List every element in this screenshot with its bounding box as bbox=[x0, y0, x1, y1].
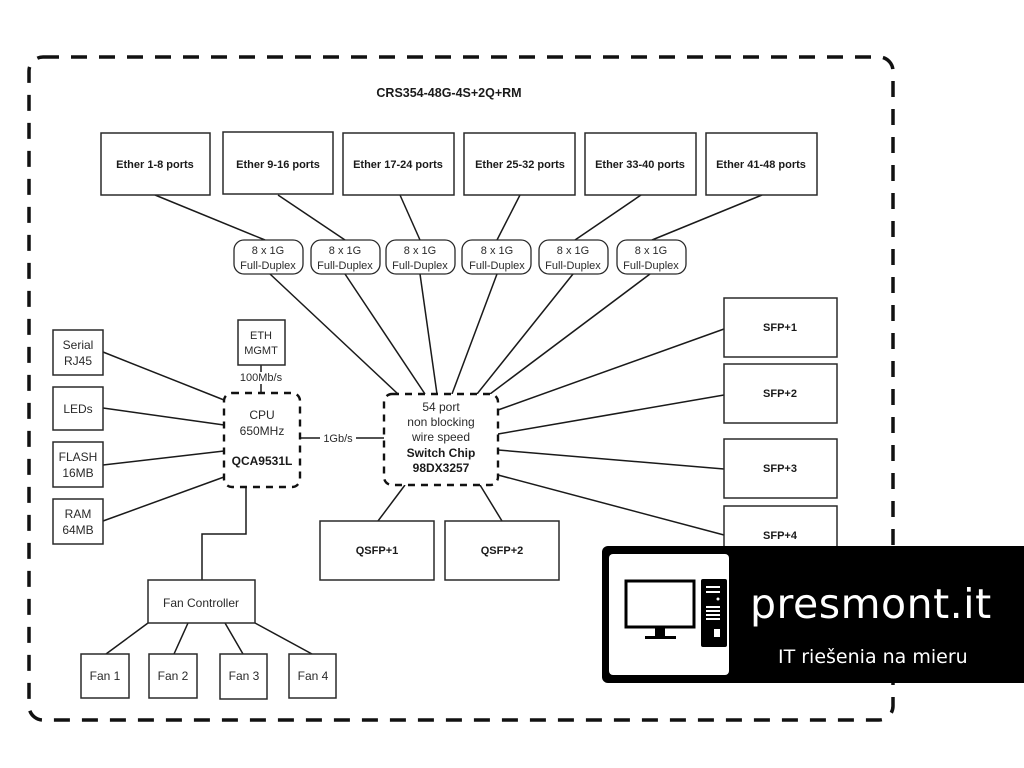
link-speed: 8 x 1G bbox=[481, 245, 513, 257]
ether-group-label: Ether 1-8 ports bbox=[116, 159, 194, 171]
ether-group-label: Ether 41-48 ports bbox=[716, 159, 806, 171]
sfp-label: SFP+2 bbox=[763, 388, 797, 400]
link-speed: 8 x 1G bbox=[404, 245, 436, 257]
cpu-fan-wire bbox=[201, 487, 247, 580]
fan-label: Fan 2 bbox=[158, 669, 189, 683]
fan-controller: Fan Controller bbox=[147, 579, 256, 624]
cpu-label: CPU bbox=[249, 408, 274, 422]
qsfp-port-1: QSFP+1 bbox=[319, 520, 435, 581]
link-duplex: Full-Duplex bbox=[623, 260, 679, 272]
logo-tagline: IT riešenia na mieru bbox=[778, 646, 968, 668]
qsfp-label: QSFP+1 bbox=[356, 545, 399, 557]
ether-group-label: Ether 25-32 ports bbox=[475, 159, 565, 171]
switch-chip-desc: non blocking bbox=[407, 415, 474, 429]
peripheral-label: LEDs bbox=[63, 402, 92, 416]
logo-brand-name: presmont.it bbox=[750, 580, 992, 628]
ether-group-label: Ether 9-16 ports bbox=[236, 159, 320, 171]
sfp-port-1: SFP+1 bbox=[723, 297, 838, 358]
peripheral-label: Serial bbox=[63, 338, 94, 352]
peripheral-serial: Serial RJ45 bbox=[52, 329, 104, 376]
switch-chip-model: 98DX3257 bbox=[413, 461, 470, 475]
link-duplex: Full-Duplex bbox=[317, 260, 373, 272]
cpu-block: CPU 650MHz QCA9531L bbox=[222, 391, 302, 489]
fan-label: Fan 3 bbox=[229, 669, 260, 683]
switch-chip-desc: 54 port bbox=[422, 400, 460, 414]
switch-chip-block: 54 port non blocking wire speed Switch C… bbox=[382, 392, 500, 487]
diagram-title: CRS354-48G-4S+2Q+RM bbox=[376, 86, 521, 100]
ether-group-2: Ether 9-16 ports bbox=[222, 131, 334, 195]
eth-mgmt-label: ETH bbox=[250, 330, 272, 342]
peripheral-leds: LEDs bbox=[52, 386, 104, 431]
cpu-frequency: 650MHz bbox=[240, 424, 285, 438]
ether-group-1: Ether 1-8 ports bbox=[100, 132, 211, 196]
fan-1: Fan 1 bbox=[80, 653, 130, 699]
fan-3: Fan 3 bbox=[219, 653, 268, 700]
eth-mgmt-port: ETH MGMT bbox=[237, 319, 286, 366]
presmont-logo: presmont.it IT riešenia na mieru bbox=[602, 546, 1024, 683]
sfp-label: SFP+3 bbox=[763, 463, 797, 475]
link-duplex: Full-Duplex bbox=[469, 260, 525, 272]
switch-chip-desc: wire speed bbox=[411, 430, 470, 444]
fan-label: Fan 4 bbox=[298, 669, 329, 683]
switch-to-qsfp-wires bbox=[377, 484, 503, 522]
logo-icon-panel bbox=[609, 554, 729, 675]
link-speed: 8 x 1G bbox=[252, 245, 284, 257]
link-to-switch-wires bbox=[269, 273, 651, 395]
fan-4: Fan 4 bbox=[288, 653, 337, 699]
link-pill-2: 8 x 1G Full-Duplex bbox=[310, 239, 381, 275]
link-pill-5: 8 x 1G Full-Duplex bbox=[538, 239, 609, 275]
link-duplex: Full-Duplex bbox=[392, 260, 448, 272]
peripheral-label: FLASH bbox=[59, 450, 98, 464]
desktop-computer-icon bbox=[624, 579, 727, 647]
link-pill-6: 8 x 1G Full-Duplex bbox=[616, 239, 687, 275]
link-speed: 8 x 1G bbox=[635, 245, 667, 257]
ether-to-link-wires bbox=[154, 194, 763, 241]
eth-mgmt-label: MGMT bbox=[244, 345, 278, 357]
cpu-switch-speed-label: 1Gb/s bbox=[323, 433, 353, 445]
sfp-port-2: SFP+2 bbox=[723, 363, 838, 424]
switch-to-sfp-wires bbox=[497, 328, 725, 536]
fan-wires bbox=[105, 622, 313, 655]
switch-chip-name: Switch Chip bbox=[407, 446, 476, 460]
cpu-model: QCA9531L bbox=[232, 454, 293, 468]
mgmt-speed-label: 100Mb/s bbox=[240, 372, 283, 384]
peripheral-flash: FLASH 16MB bbox=[52, 441, 104, 488]
peripheral-ram: RAM 64MB bbox=[52, 498, 104, 545]
ether-group-6: Ether 41-48 ports bbox=[705, 132, 818, 196]
fan-label: Fan 1 bbox=[90, 669, 121, 683]
sfp-port-3: SFP+3 bbox=[723, 438, 838, 499]
ether-group-3: Ether 17-24 ports bbox=[342, 132, 455, 196]
link-pill-3: 8 x 1G Full-Duplex bbox=[385, 239, 456, 275]
link-pill-4: 8 x 1G Full-Duplex bbox=[461, 239, 532, 275]
peripheral-label: RAM bbox=[65, 507, 92, 521]
sfp-label: SFP+1 bbox=[763, 322, 797, 334]
peripheral-label: RJ45 bbox=[64, 354, 92, 368]
link-pill-1: 8 x 1G Full-Duplex bbox=[233, 239, 304, 275]
ether-group-4: Ether 25-32 ports bbox=[463, 132, 576, 196]
qsfp-port-2: QSFP+2 bbox=[444, 520, 560, 581]
fan-controller-label: Fan Controller bbox=[163, 596, 239, 610]
peripheral-label: 64MB bbox=[62, 523, 93, 537]
link-speed: 8 x 1G bbox=[557, 245, 589, 257]
peripheral-to-cpu-wires bbox=[102, 351, 225, 522]
link-duplex: Full-Duplex bbox=[545, 260, 601, 272]
qsfp-label: QSFP+2 bbox=[481, 545, 524, 557]
ether-group-label: Ether 33-40 ports bbox=[595, 159, 685, 171]
ether-group-label: Ether 17-24 ports bbox=[353, 159, 443, 171]
sfp-label: SFP+4 bbox=[763, 530, 798, 542]
ether-group-5: Ether 33-40 ports bbox=[584, 132, 697, 196]
link-duplex: Full-Duplex bbox=[240, 260, 296, 272]
peripheral-label: 16MB bbox=[62, 466, 93, 480]
fan-2: Fan 2 bbox=[148, 653, 198, 699]
device-enclosure bbox=[27, 55, 895, 722]
link-speed: 8 x 1G bbox=[329, 245, 361, 257]
